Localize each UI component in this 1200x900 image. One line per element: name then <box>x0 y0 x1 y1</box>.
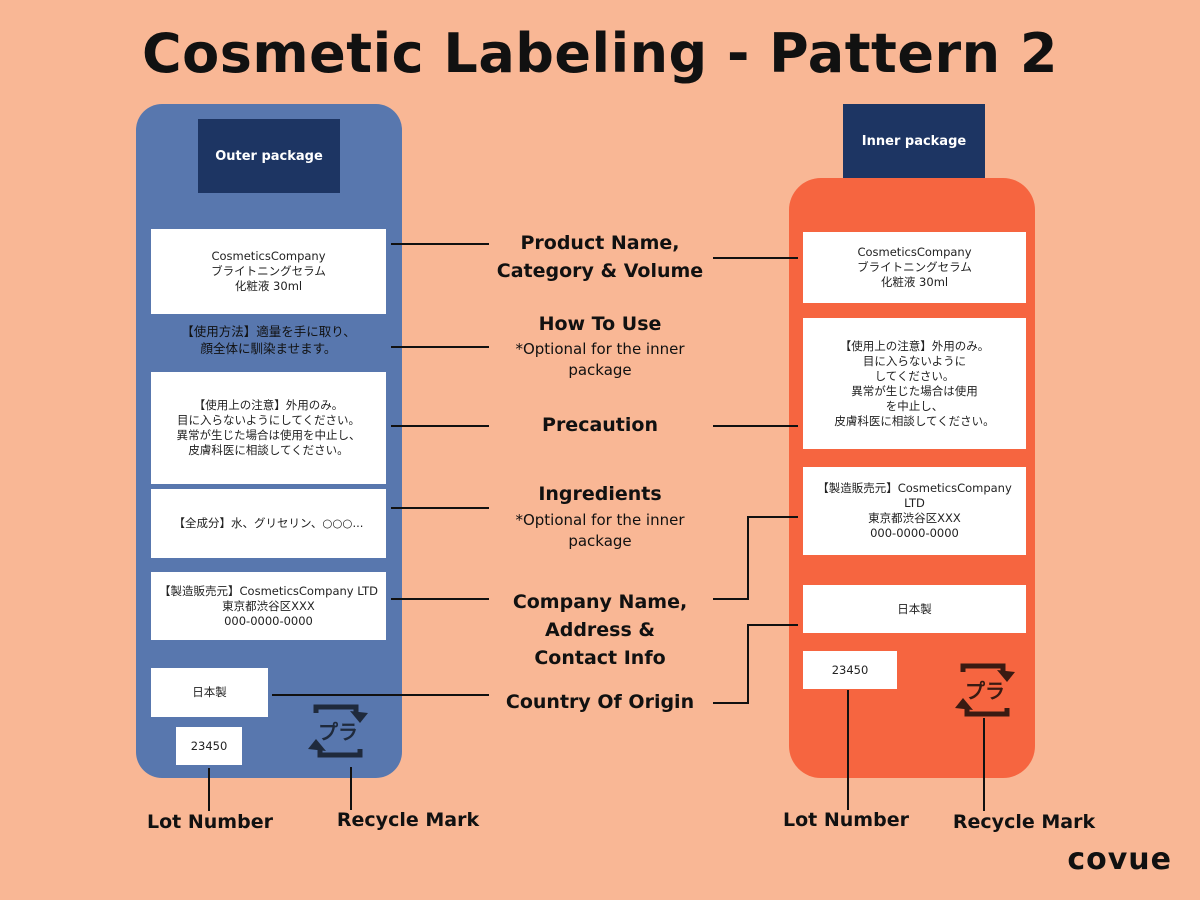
connector-inner-product <box>713 257 798 259</box>
outer-ingredients-box: 【全成分】水、グリセリン、○○○... <box>151 489 386 558</box>
connector-inner-origin-v <box>747 624 749 704</box>
outer-recycle-label: Recycle Mark <box>336 809 480 831</box>
connector-inner-lot <box>847 690 849 810</box>
connector-inner-origin-h1 <box>713 702 749 704</box>
connector-inner-company-h2 <box>747 516 798 518</box>
label-company: Company Name, Address & Contact Info <box>512 591 688 669</box>
inner-lot-box: 23450 <box>803 651 897 689</box>
inner-company-box: 【製造販売元】CosmeticsCompany LTD 東京都渋谷区XXX 00… <box>803 467 1026 555</box>
connector-outer-company <box>391 598 489 600</box>
outer-lot-label: Lot Number <box>147 811 273 833</box>
connector-outer-lot <box>208 768 210 811</box>
connector-outer-how-to-use <box>391 346 489 348</box>
connector-outer-origin <box>272 694 489 696</box>
connector-inner-origin-h2 <box>747 624 798 626</box>
inner-recycle-label: Recycle Mark <box>952 811 1096 833</box>
inner-recycle-mark: プラ <box>953 660 1017 720</box>
outer-package-header: Outer package <box>198 119 340 193</box>
label-origin: Country Of Origin <box>505 691 695 713</box>
connector-outer-precaution <box>391 425 489 427</box>
inner-lot-label: Lot Number <box>783 809 909 831</box>
label-ingredients: Ingredients <box>538 483 662 505</box>
outer-how-to-use-text: 【使用方法】適量を手に取り、 顔全体に馴染ませます。 <box>181 324 356 356</box>
outer-precaution-box: 【使用上の注意】外用のみ。 目に入らないようにしてください。 異常が生じた場合は… <box>151 372 386 484</box>
connector-inner-recycle <box>983 718 985 811</box>
outer-recycle-mark: プラ <box>306 701 370 761</box>
outer-origin-box: 日本製 <box>151 668 268 717</box>
connector-inner-company-h1 <box>713 598 749 600</box>
connector-outer-recycle <box>350 767 352 810</box>
brand-logo: covue <box>1067 842 1172 877</box>
label-product: Product Name, Category & Volume <box>496 232 704 282</box>
inner-origin-box: 日本製 <box>803 585 1026 633</box>
inner-recycle-text: プラ <box>965 679 1005 703</box>
inner-package-header: Inner package <box>843 104 985 178</box>
recycle-icon: プラ <box>955 663 1015 717</box>
outer-lot-box: 23450 <box>176 727 242 765</box>
inner-product-box: CosmeticsCompany ブライトニングセラム 化粧液 30ml <box>803 232 1026 303</box>
label-precaution: Precaution <box>542 414 658 436</box>
recycle-icon: プラ <box>308 704 368 758</box>
label-ingredients-note: *Optional for the inner package <box>515 511 685 550</box>
connector-inner-company-v <box>747 516 749 600</box>
connector-outer-product <box>391 243 489 245</box>
outer-company-box: 【製造販売元】CosmeticsCompany LTD 東京都渋谷区XXX 00… <box>151 572 386 640</box>
outer-recycle-text: プラ <box>318 720 358 744</box>
outer-product-box: CosmeticsCompany ブライトニングセラム 化粧液 30ml <box>151 229 386 314</box>
connector-inner-precaution <box>713 425 798 427</box>
connector-outer-ingredients <box>391 507 489 509</box>
label-how-to-use: How To Use <box>538 313 662 335</box>
label-how-to-use-note: *Optional for the inner package <box>515 340 685 379</box>
inner-precaution-box: 【使用上の注意】外用のみ。 目に入らないように してください。 異常が生じた場合… <box>803 318 1026 449</box>
page-title: Cosmetic Labeling - Pattern 2 <box>142 22 1058 85</box>
